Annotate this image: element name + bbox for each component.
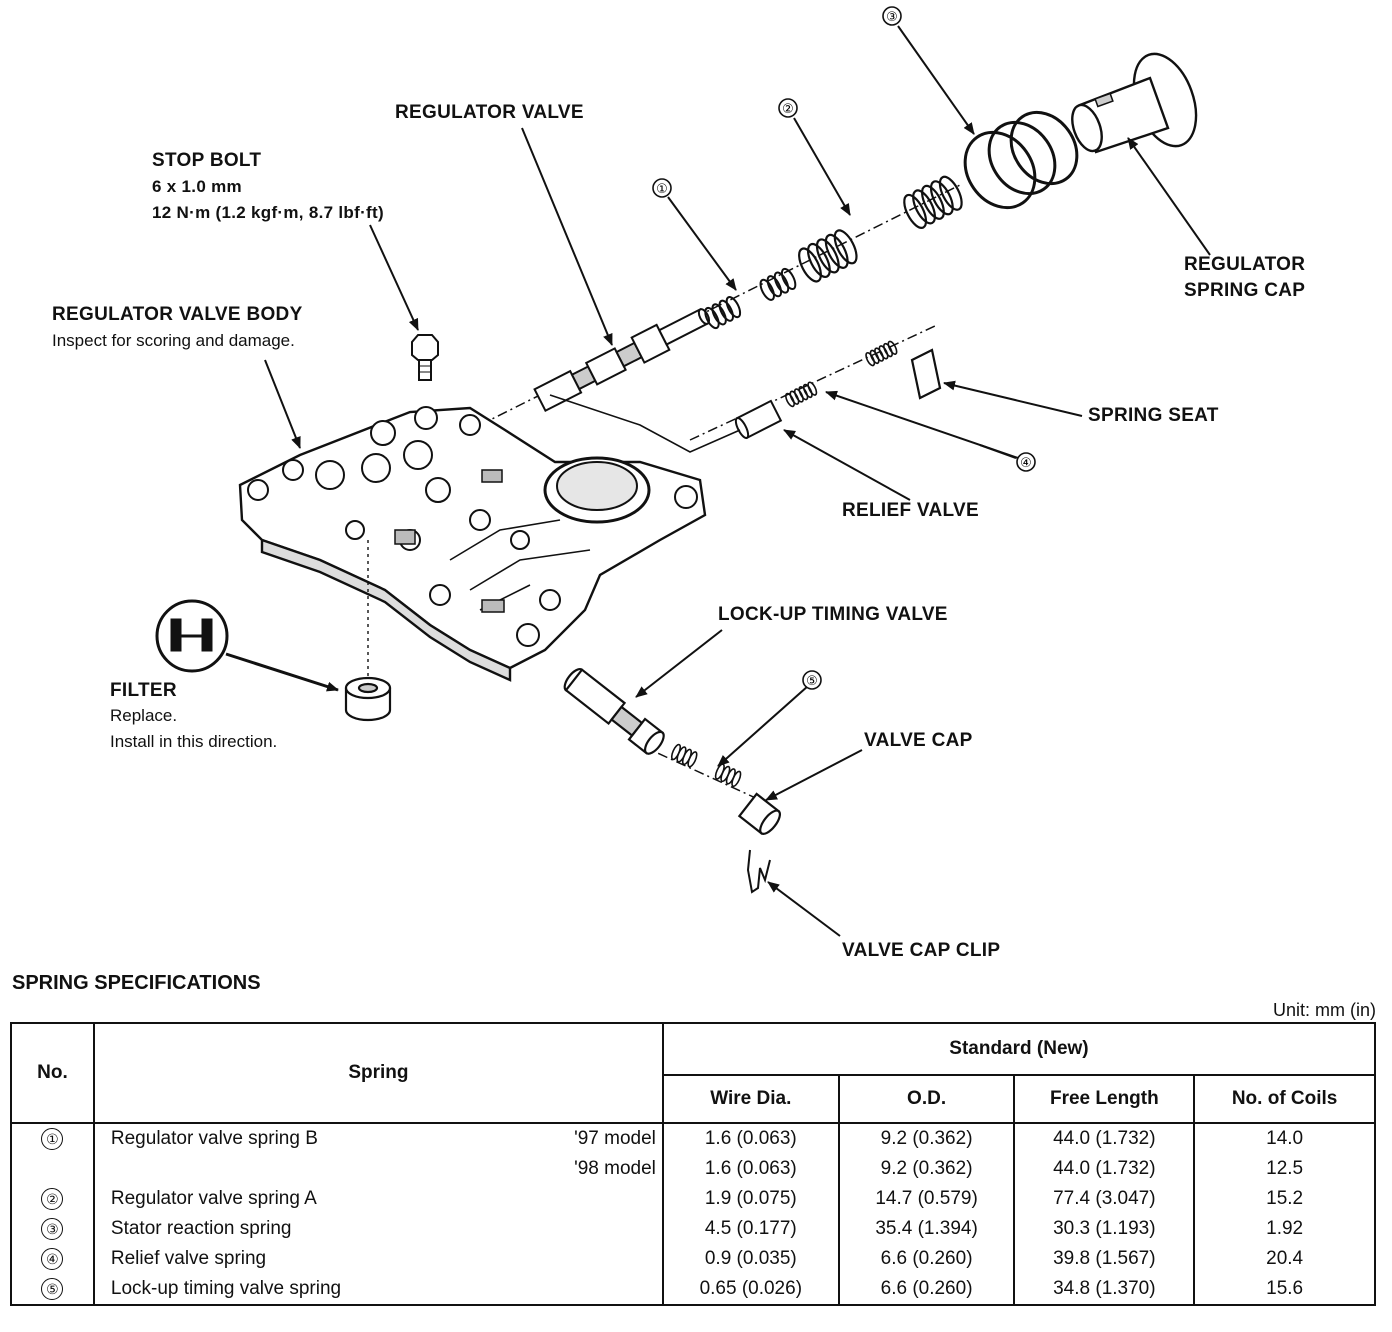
od-cell: 6.6 (0.260) [838,1274,1016,1306]
spring-seat [910,348,942,400]
callout-3: ③ [882,6,902,26]
free-length-cell: 44.0 (1.732) [1014,1123,1196,1154]
label-regulator-valve-body-note: Inspect for scoring and damage. [52,331,295,350]
header-spring: Spring [92,1022,664,1124]
od-cell: 14.7 (0.579) [838,1184,1016,1214]
coils-cell: 1.92 [1194,1214,1376,1244]
coils-cell: 12.5 [1194,1154,1376,1184]
callout-4-text: ④ [1020,456,1032,471]
filter [344,676,392,722]
callout-1: ① [652,178,672,198]
label-valve-cap: VALVE CAP [864,730,973,751]
callout-1-text: ① [656,182,668,197]
row-number: ① [41,1128,64,1150]
relief-valve-leader [549,394,741,453]
relief-valve [734,399,783,440]
spring-model: '97 model [574,1128,656,1149]
table-row: ③ Stator reaction spring 4.5 (0.177) 35.… [10,1214,1376,1244]
wire-dia-cell: 1.6 (0.063) [662,1123,840,1154]
callout-2: ② [778,98,798,118]
wire-dia-cell: 4.5 (0.177) [662,1214,840,1244]
spring-name: Relief valve spring [110,1248,267,1269]
spring-name: Stator reaction spring [110,1218,292,1239]
header-no: No. [10,1022,95,1124]
label-spring-seat: SPRING SEAT [1088,405,1219,426]
label-stop-bolt: STOP BOLT [152,150,262,171]
callout-3-text: ③ [886,10,898,25]
regulator-spring-cap [1071,52,1198,154]
callout-2-text: ② [782,102,794,117]
free-length-cell: 34.8 (1.370) [1014,1274,1196,1306]
label-stop-bolt-size: 6 x 1.0 mm [152,177,242,196]
label-valve-cap-clip: VALVE CAP CLIP [842,940,1001,961]
header-od: O.D. [837,1074,1016,1124]
od-cell: 35.4 (1.394) [838,1214,1016,1244]
callout-5: ⑤ [802,670,822,690]
label-relief-valve: RELIEF VALVE [842,500,979,521]
row-number: ④ [41,1248,64,1270]
wire-dia-cell: 0.65 (0.026) [662,1274,840,1306]
callout-5-text: ⑤ [806,674,818,689]
row-number: ③ [41,1218,64,1240]
table-row: ② Regulator valve spring A 1.9 (0.075) 1… [10,1184,1376,1214]
lockup-timing-valve [563,668,665,755]
header-wire-dia: Wire Dia. [661,1074,840,1124]
leader-arrows [225,25,1211,937]
label-stop-bolt-group: STOP BOLT 6 x 1.0 mm 12 N·m (1.2 kgf·m, … [152,148,384,226]
wire-dia-cell: 1.6 (0.063) [662,1154,840,1184]
coils-cell: 14.0 [1194,1123,1376,1154]
row-number: ② [41,1188,64,1210]
label-stop-bolt-torque: 12 N·m (1.2 kgf·m, 8.7 lbf·ft) [152,203,384,222]
label-regulator-spring-cap-2: SPRING CAP [1184,280,1306,301]
spec-rows: ① Regulator valve spring B '97 model 1.6… [10,1123,1376,1306]
stop-bolt [411,334,439,381]
wire-dia-cell: 1.9 (0.075) [662,1184,840,1214]
regulator-valve-body [238,406,707,682]
stator-reaction-spring [963,110,1079,210]
spring-specifications-title: SPRING SPECIFICATIONS [12,972,261,994]
spring-specifications-table: No. Spring Standard (New) Wire Dia. O.D.… [10,1022,1377,1306]
wire-dia-cell: 0.9 (0.035) [662,1244,840,1274]
table-row: ⑤ Lock-up timing valve spring 0.65 (0.02… [10,1274,1376,1306]
free-length-cell: 39.8 (1.567) [1014,1244,1196,1274]
label-filter: FILTER [110,680,177,701]
coils-cell: 20.4 [1194,1244,1376,1274]
exploded-view-diagram: ① ② ③ ④ ⑤ [155,6,1211,937]
regulator-valve-spring-b [704,267,797,330]
label-regulator-spring-cap-1: REGULATOR [1184,254,1306,275]
table-row: '98 model 1.6 (0.063) 9.2 (0.362) 44.0 (… [10,1154,1376,1184]
od-cell: 6.6 (0.260) [838,1244,1016,1274]
free-length-cell: 77.4 (3.047) [1014,1184,1196,1214]
spring-name: Regulator valve spring A [110,1188,317,1209]
label-filter-note-2: Install in this direction. [110,732,278,751]
label-regulator-valve: REGULATOR VALVE [395,102,584,123]
spring-name: Lock-up timing valve spring [110,1278,342,1299]
valve-cap [737,792,781,835]
coils-cell: 15.2 [1194,1184,1376,1214]
table-row: ① Regulator valve spring B '97 model 1.6… [10,1123,1376,1154]
label-regulator-valve-body: REGULATOR VALVE BODY [52,304,303,325]
coils-cell: 15.6 [1194,1274,1376,1306]
free-length-cell: 30.3 (1.193) [1014,1214,1196,1244]
regulator-valve [533,307,711,413]
lockup-timing-valve-spring [670,743,742,788]
callout-4: ④ [1016,452,1036,472]
od-cell: 9.2 (0.362) [838,1154,1016,1184]
header-free-length: Free Length [1013,1074,1196,1124]
header-standard-new: Standard (New) [661,1022,1377,1076]
relief-valve-spring [785,340,898,408]
unit-note: Unit: mm (in) [1273,1000,1376,1020]
row-number: ⑤ [41,1278,64,1300]
spring-model: '98 model [574,1158,656,1179]
valve-cap-clip [746,849,771,894]
label-filter-note-1: Replace. [110,706,178,725]
spring-name: Regulator valve spring B [110,1128,318,1149]
header-no-of-coils: No. of Coils [1193,1074,1376,1124]
table-row: ④ Relief valve spring 0.9 (0.035) 6.6 (0… [10,1244,1376,1274]
od-cell: 9.2 (0.362) [838,1123,1016,1154]
free-length-cell: 44.0 (1.732) [1014,1154,1196,1184]
label-lockup-timing-valve: LOCK-UP TIMING VALVE [718,604,948,625]
regulator-valve-spring-a [798,175,963,283]
filter-direction-icon [155,599,229,673]
